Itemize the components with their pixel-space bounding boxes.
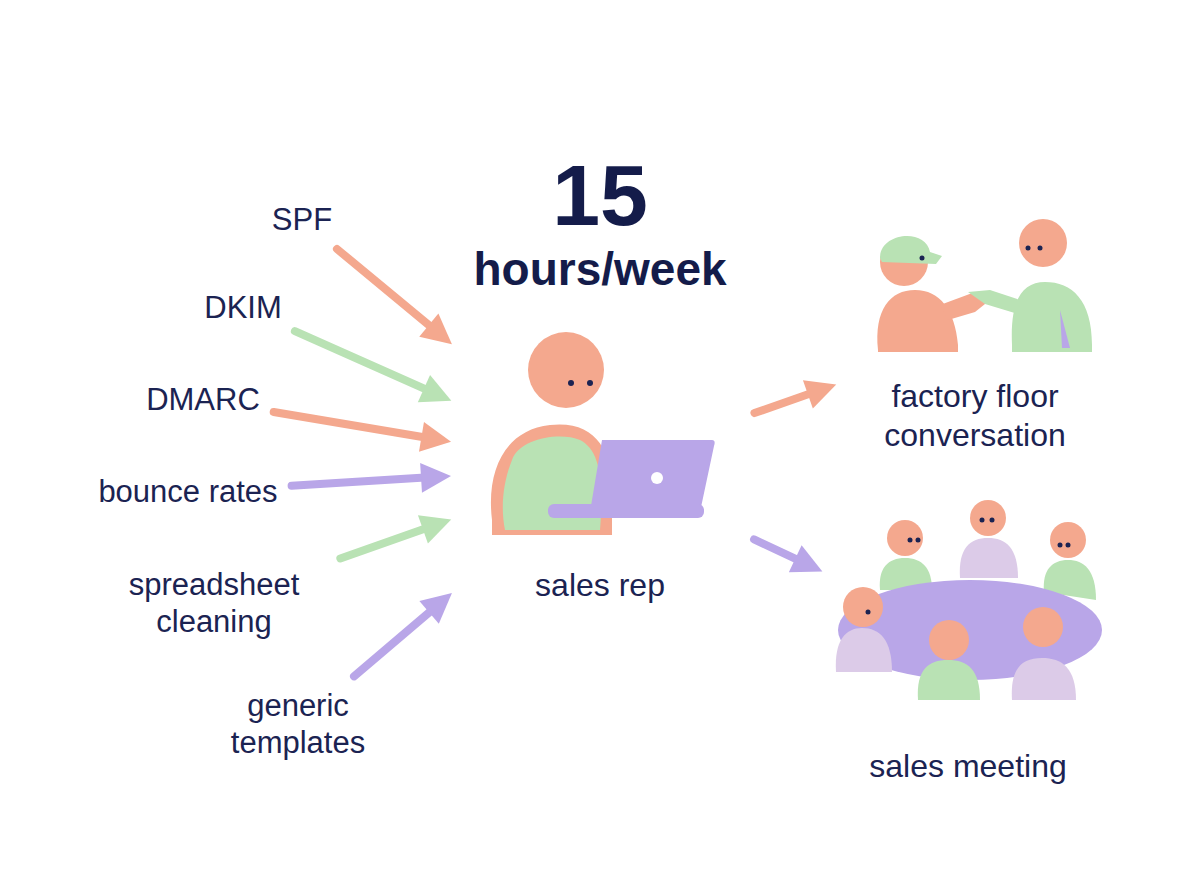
topic-label: spreadsheet cleaning: [90, 562, 338, 644]
meeting-scene: sales meeting: [826, 495, 1110, 785]
topic-text: SPF: [268, 197, 336, 242]
scene-caption: sales rep: [535, 566, 665, 604]
topic-text: bounce rates: [94, 469, 281, 514]
sales-rep-figure: [491, 332, 715, 535]
flow-arrow: [754, 380, 836, 413]
topic-text: generic templates: [189, 683, 407, 765]
flow-arrow: [292, 463, 451, 493]
topic-label: generic templates: [189, 683, 407, 765]
topic-label: DMARC: [142, 377, 264, 422]
hours-unit: hours/week: [473, 244, 726, 295]
scene-caption: factory floor conversation: [850, 377, 1100, 454]
topic-text: DMARC: [142, 377, 264, 422]
flow-arrow: [337, 249, 452, 344]
scene-caption: sales meeting: [869, 747, 1066, 785]
topic-label: SPF: [268, 197, 336, 242]
factory-scene: factory floor conversation: [840, 218, 1110, 454]
handshake-figure: [877, 219, 1092, 352]
sales-rep: sales rep: [455, 330, 745, 604]
topic-text: spreadsheet cleaning: [90, 562, 338, 644]
flow-arrow: [340, 515, 451, 558]
topic-text: DKIM: [200, 285, 286, 330]
flow-arrow: [354, 593, 452, 676]
topic-label: DKIM: [200, 285, 286, 330]
meeting-figure: [836, 500, 1102, 700]
hours-number: 15: [552, 148, 648, 243]
flow-arrow: [295, 331, 451, 402]
flow-arrow: [754, 539, 822, 572]
flow-arrow: [274, 412, 451, 452]
topic-label: bounce rates: [94, 469, 281, 514]
